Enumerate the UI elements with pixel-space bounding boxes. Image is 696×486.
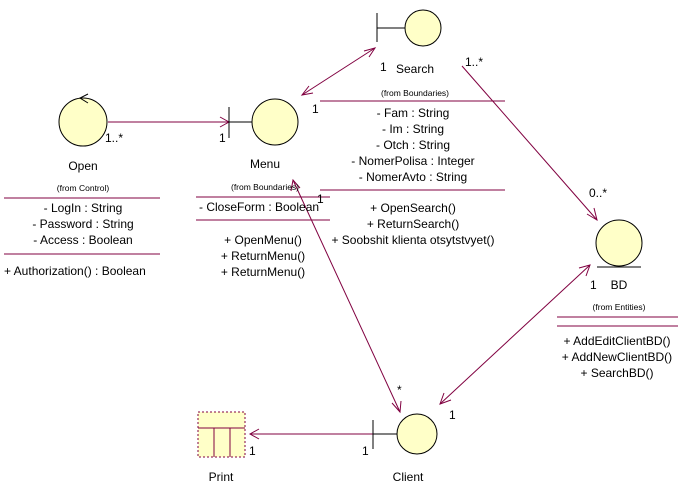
attribute: - LogIn : String (44, 201, 123, 215)
stereotype-label: (from Control) (57, 183, 110, 193)
operation: + ReturnMenu() (221, 265, 305, 279)
attribute: - Access : Boolean (33, 233, 132, 247)
multiplicity-label: 1 (362, 444, 369, 458)
boundary-icon (372, 413, 438, 455)
boundary-icon (376, 9, 442, 47)
attribute-list: - Fam : String - Im : String - Otch : St… (351, 106, 474, 184)
multiplicity-label: 1 (380, 60, 387, 74)
multiplicity-label: * (397, 383, 402, 397)
stereotype-label: (from Entities) (593, 302, 646, 312)
association-client-print (248, 428, 373, 440)
boundary-icon (228, 98, 299, 146)
operation: + ReturnSearch() (367, 217, 459, 231)
class-name: Client (393, 470, 424, 484)
operation: + Soobshit klienta otsytstvyet() (331, 233, 494, 247)
class-menu[interactable]: Menu (from Boundaries) - CloseForm : Boo… (196, 98, 330, 279)
class-name: BD (611, 278, 628, 292)
control-icon (58, 93, 108, 147)
operation: + OpenSearch() (370, 201, 456, 215)
multiplicity-labels: 1..* 1 1 1 1..* 0..* 1 * 1 1 1 1 (105, 55, 607, 458)
association-open-menu (108, 116, 231, 128)
stereotype-label: (from Boundaries) (231, 182, 299, 192)
attribute: - Fam : String (377, 106, 450, 120)
attribute: - CloseForm : Boolean (199, 200, 319, 214)
class-name: Menu (250, 157, 280, 171)
entity-icon (595, 219, 643, 268)
association-menu-search (300, 47, 377, 96)
attribute: - Password : String (32, 217, 133, 231)
class-print[interactable]: Print (197, 411, 246, 484)
associations (108, 47, 598, 440)
operation: + AddEditClientBD() (563, 334, 670, 348)
multiplicity-label: 1 (312, 102, 319, 116)
class-name: Open (68, 159, 97, 173)
multiplicity-label: 1 (590, 278, 597, 292)
print-icon (197, 411, 246, 458)
class-name: Print (209, 470, 234, 484)
attribute: - NomerPolisa : Integer (351, 154, 474, 168)
association-search-bd (461, 65, 598, 222)
class-bd[interactable]: BD (from Entities) + AddEditClientBD() +… (557, 219, 678, 380)
multiplicity-label: 1 (249, 444, 256, 458)
attribute: - Im : String (382, 122, 444, 136)
association-bd-client (439, 264, 591, 405)
operation: + AddNewClientBD() (562, 350, 672, 364)
operation: + ReturnMenu() (221, 249, 305, 263)
multiplicity-label: 1 (449, 408, 456, 422)
multiplicity-label: 1 (219, 131, 226, 145)
operation: + SearchBD() (580, 366, 653, 380)
operation-list: + AddEditClientBD() + AddNewClientBD() +… (562, 334, 672, 380)
operation: + Authorization() : Boolean (4, 264, 146, 278)
multiplicity-label: 1 (317, 192, 324, 206)
operation-list: + OpenMenu() + ReturnMenu() + ReturnMenu… (221, 233, 305, 279)
class-search[interactable]: Search (from Boundaries) - Fam : String … (320, 9, 505, 247)
multiplicity-label: 1..* (465, 55, 483, 69)
operation: + OpenMenu() (224, 233, 302, 247)
class-client[interactable]: Client (372, 413, 438, 484)
attribute: - NomerAvto : String (359, 170, 467, 184)
association-menu-client (290, 178, 402, 414)
class-name: Search (396, 62, 434, 76)
operation-list: + OpenSearch() + ReturnSearch() + Soobsh… (331, 201, 494, 247)
class-open[interactable]: Open (from Control) - LogIn : String - P… (4, 93, 160, 278)
multiplicity-label: 0..* (589, 186, 607, 200)
attribute: - Otch : String (376, 138, 450, 152)
stereotype-label: (from Boundaries) (381, 88, 449, 98)
multiplicity-label: 1..* (105, 131, 123, 145)
attribute-list: - LogIn : String - Password : String - A… (32, 201, 133, 247)
